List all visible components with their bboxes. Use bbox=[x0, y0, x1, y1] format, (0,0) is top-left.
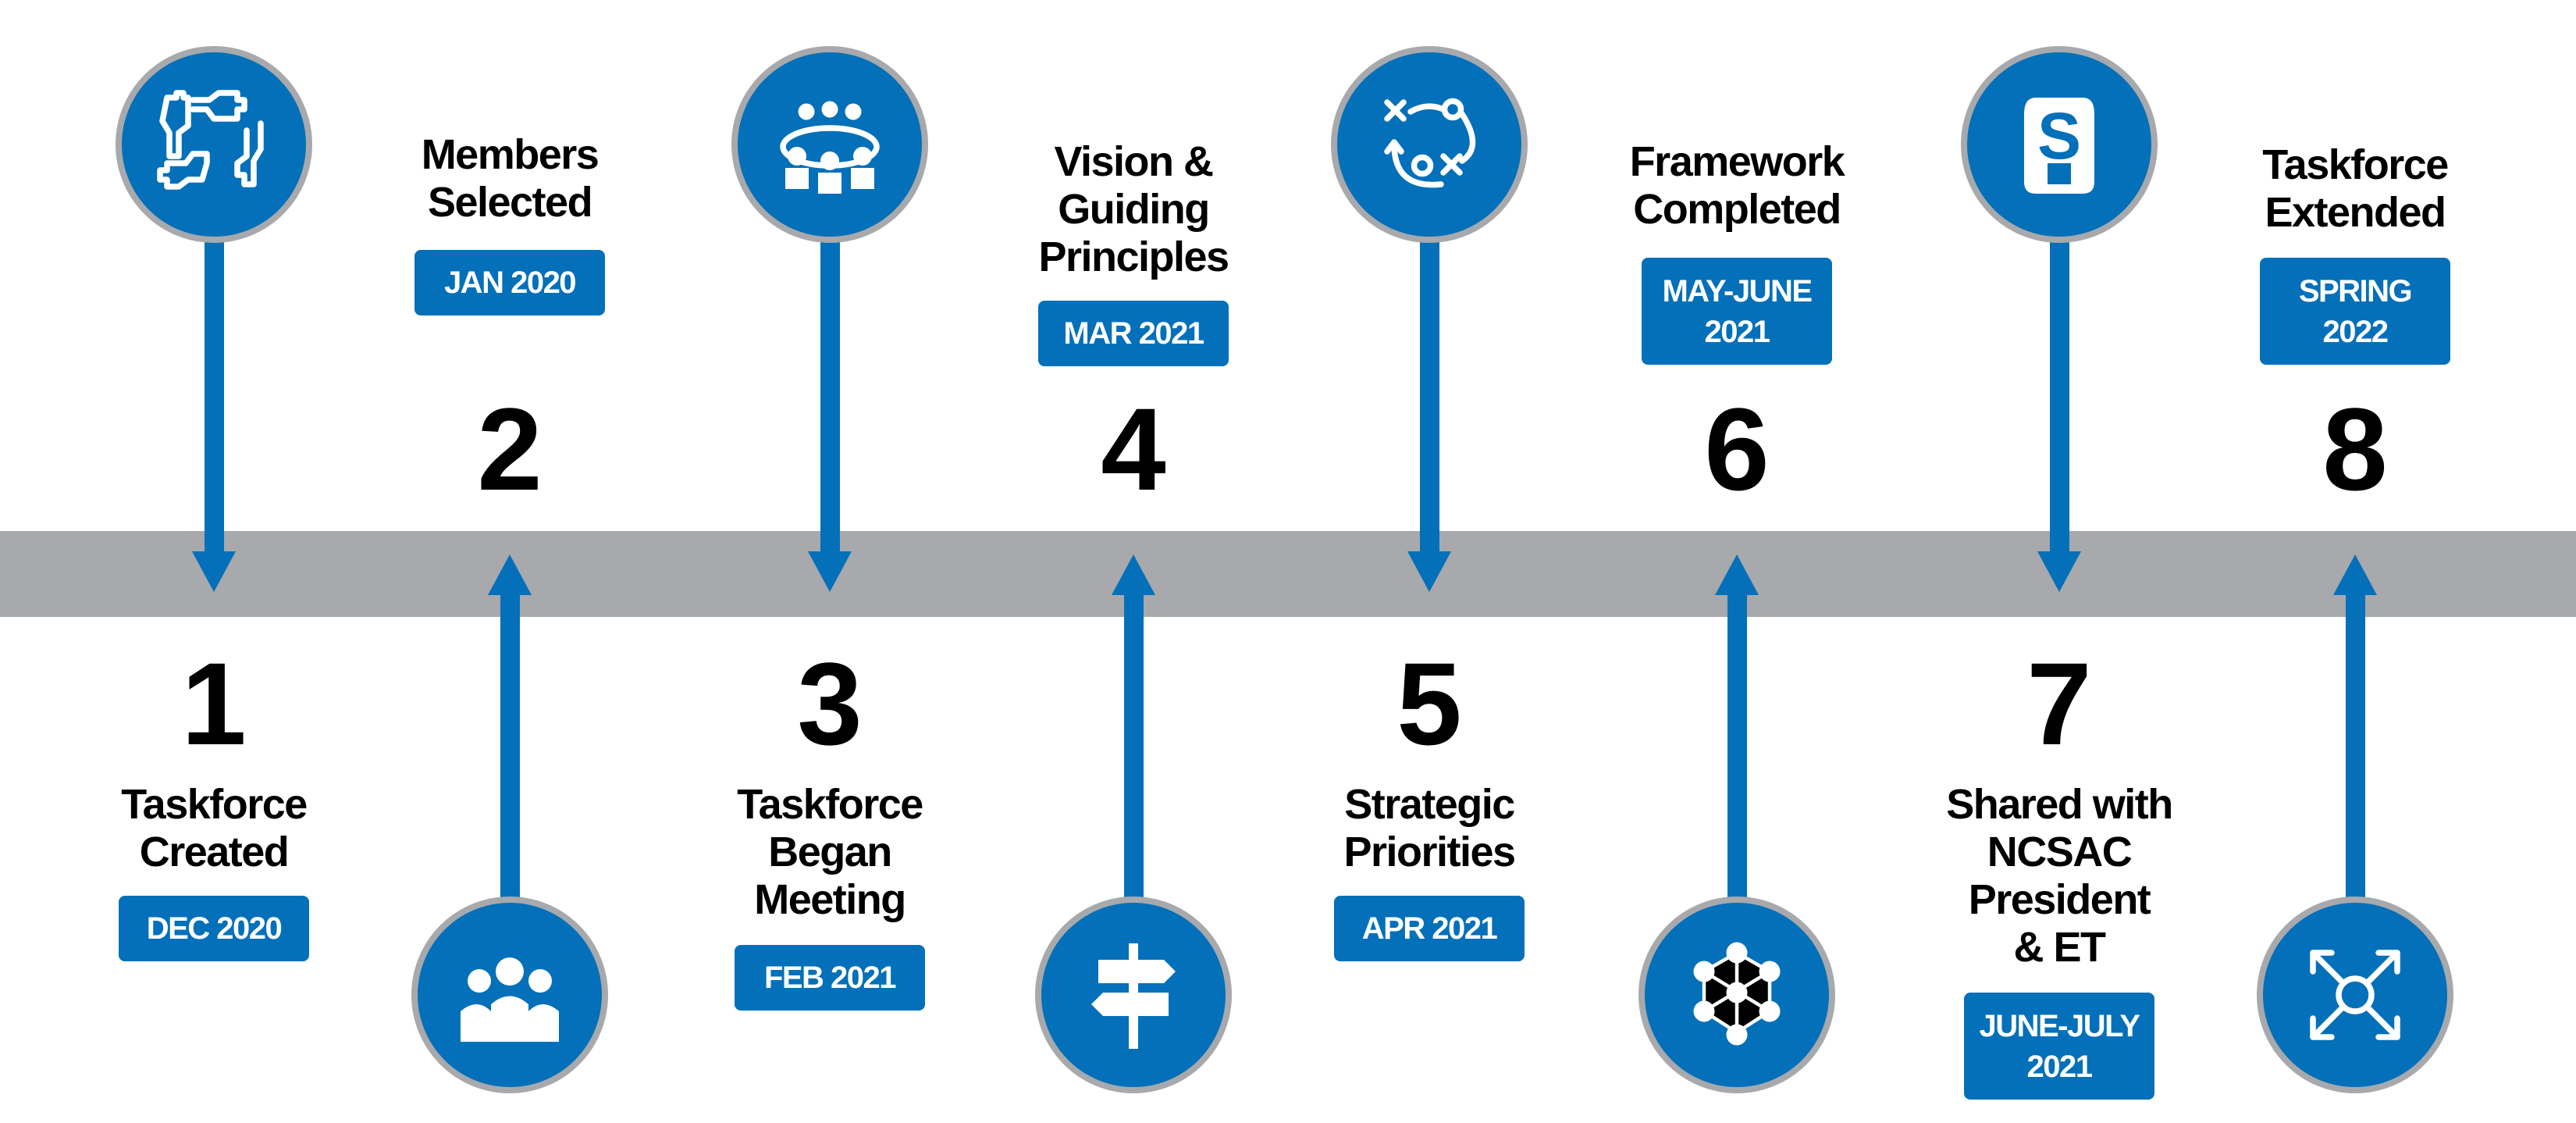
timeline-band bbox=[0, 531, 2576, 617]
title-line: Completed bbox=[1633, 186, 1841, 233]
network-hexagon-icon bbox=[1638, 897, 1835, 1093]
date-line: SPRING bbox=[2298, 273, 2413, 308]
title-line: NCSAC bbox=[1987, 829, 2133, 875]
milestone-number: 2 bbox=[477, 383, 543, 515]
signpost-icon bbox=[1035, 897, 1232, 1093]
title-line: Began bbox=[768, 829, 892, 875]
arrow-shaft bbox=[500, 594, 520, 906]
date-line: JAN 2020 bbox=[443, 265, 577, 300]
arrow-down-icon bbox=[192, 551, 236, 592]
title-line: Selected bbox=[427, 179, 593, 226]
title-line: Shared with bbox=[1946, 781, 2173, 828]
date-line: 2021 bbox=[2026, 1049, 2093, 1084]
people-group-icon bbox=[411, 897, 608, 1093]
title-line: Meeting bbox=[754, 876, 906, 923]
date-line: MAR 2021 bbox=[1063, 316, 1204, 351]
date-badge: DEC 2020 bbox=[119, 896, 309, 961]
title-line: & ET bbox=[2013, 924, 2106, 971]
title-line: Priorities bbox=[1343, 829, 1516, 875]
arrow-shaft bbox=[1123, 594, 1144, 906]
arrow-shaft bbox=[2049, 234, 2069, 554]
arrow-down-icon bbox=[1407, 551, 1451, 592]
milestone-number: 6 bbox=[1704, 383, 1770, 515]
hands-teamwork-icon bbox=[116, 46, 312, 243]
expand-arrows-icon bbox=[2257, 897, 2453, 1093]
milestone-number: 4 bbox=[1101, 383, 1166, 515]
arrow-down-icon bbox=[2037, 551, 2081, 592]
date-badge: MAY-JUNE 2021 bbox=[1642, 258, 1832, 365]
title-line: Vision & bbox=[1054, 138, 1214, 185]
date-line: DEC 2020 bbox=[146, 911, 283, 946]
date-badge: APR 2021 bbox=[1334, 896, 1525, 961]
arrow-shaft bbox=[820, 234, 840, 554]
milestone-number: 5 bbox=[1397, 638, 1462, 769]
arrow-up-icon bbox=[1715, 554, 1759, 595]
date-line: JUNE-JULY bbox=[1979, 1008, 2140, 1043]
title-line: Strategic bbox=[1344, 781, 1515, 828]
date-line: MAY-JUNE bbox=[1662, 273, 1813, 308]
svg-text:S: S bbox=[2037, 99, 2081, 173]
arrow-down-icon bbox=[808, 551, 852, 592]
arrow-shaft bbox=[204, 234, 224, 554]
title-line: Taskforce bbox=[2262, 141, 2449, 188]
title-line: Taskforce bbox=[121, 781, 308, 828]
title-line: Principles bbox=[1038, 234, 1229, 280]
arrow-up-icon bbox=[488, 554, 532, 595]
arrow-up-icon bbox=[2333, 554, 2377, 595]
date-badge: JAN 2020 bbox=[415, 250, 605, 316]
milestone-number: 7 bbox=[2026, 638, 2092, 769]
date-line: 2021 bbox=[1704, 314, 1770, 349]
ncsac-logo-icon: S bbox=[1961, 46, 2158, 243]
title-line: President bbox=[1968, 876, 2151, 923]
arrow-shaft bbox=[1419, 234, 1439, 554]
date-line: APR 2021 bbox=[1361, 911, 1498, 946]
arrow-up-icon bbox=[1112, 554, 1155, 595]
title-line: Guiding bbox=[1058, 186, 1210, 233]
date-badge: SPRING 2022 bbox=[2260, 258, 2450, 365]
strategy-play-icon bbox=[1331, 46, 1528, 243]
title-line: Extended bbox=[2265, 189, 2446, 236]
milestone-number: 1 bbox=[181, 638, 247, 769]
title-line: Created bbox=[139, 829, 290, 875]
title-line: Members bbox=[421, 131, 600, 178]
date-badge: FEB 2021 bbox=[735, 945, 925, 1011]
date-line: 2022 bbox=[2322, 314, 2389, 349]
title-line: Framework bbox=[1629, 138, 1845, 185]
milestone-number: 3 bbox=[797, 638, 863, 769]
milestone-number: 8 bbox=[2322, 383, 2388, 515]
title-line: Taskforce bbox=[737, 781, 923, 828]
date-line: FEB 2021 bbox=[763, 960, 897, 995]
meeting-table-icon bbox=[731, 46, 928, 243]
date-badge: JUNE-JULY 2021 bbox=[1964, 993, 2154, 1100]
date-badge: MAR 2021 bbox=[1038, 301, 1229, 366]
arrow-shaft bbox=[2345, 594, 2365, 906]
arrow-shaft bbox=[1727, 594, 1747, 906]
